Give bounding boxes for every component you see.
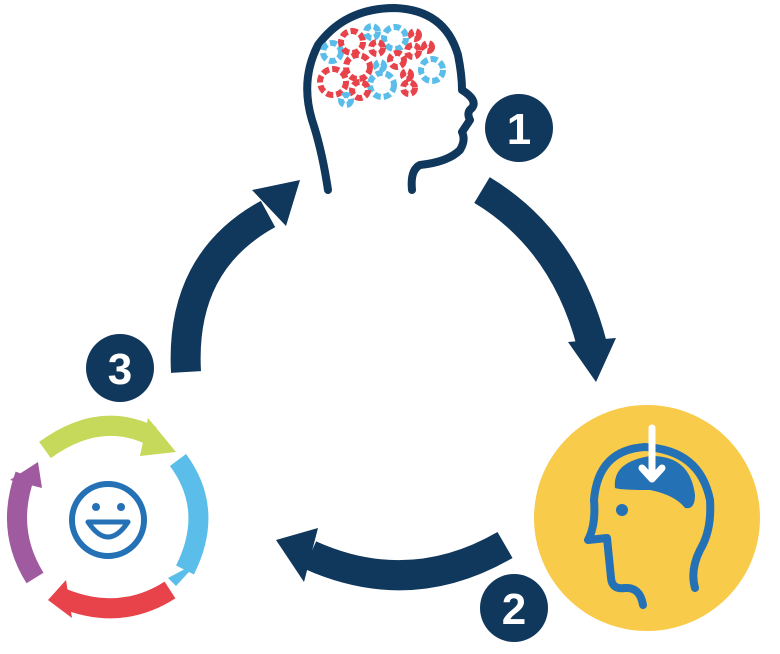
cycle-arrow-1-to-2 [474, 177, 616, 382]
cycle-arrow-3-to-1 [170, 180, 300, 373]
happy-cycle-icon [7, 415, 209, 619]
step-number-2: 2 [502, 585, 526, 634]
step-number-1: 1 [507, 105, 531, 154]
thinking-head-icon [303, 4, 478, 194]
step-badge-2: 2 [480, 574, 548, 642]
cycle-arrow-2-to-3 [276, 528, 513, 591]
step-badge-1: 1 [485, 94, 553, 162]
step-number-3: 3 [108, 345, 132, 394]
learning-head-icon [534, 405, 760, 631]
step-badge-3: 3 [86, 334, 154, 402]
